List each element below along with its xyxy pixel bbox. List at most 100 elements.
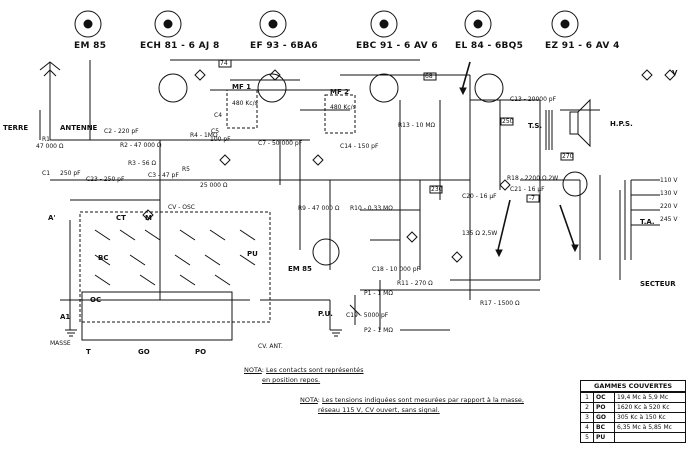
label-c4: C4 bbox=[214, 112, 223, 119]
note-tension-line1: Les tensions indiquées sont mesurées par… bbox=[322, 396, 524, 404]
tube-em85-symbol bbox=[312, 238, 340, 266]
gammes-num: 2 bbox=[581, 402, 594, 413]
label-c2: C2 - 220 pF bbox=[104, 128, 139, 135]
note-tension-line2-text: réseau 115 V, CV ouvert, sans signal. bbox=[318, 406, 440, 414]
speaker-icon bbox=[569, 98, 591, 148]
label-c20: C20 - 16 µF bbox=[462, 193, 497, 200]
label-c23: C23 - 250 pF bbox=[86, 176, 125, 183]
mf1-transformer bbox=[226, 89, 258, 129]
output-transformer bbox=[545, 110, 553, 150]
tube-el84-symbol bbox=[474, 73, 504, 103]
voltage-test-points bbox=[142, 69, 676, 263]
arrow-indicator bbox=[461, 61, 575, 251]
tube-ebc91-symbol bbox=[369, 73, 399, 103]
label-pu-switch: PU bbox=[247, 250, 258, 258]
label-hps: H.P.S. bbox=[610, 120, 633, 128]
label-pu: P.U. bbox=[318, 310, 333, 318]
label-c1: C1 bbox=[42, 170, 51, 177]
volume-pot bbox=[349, 295, 361, 325]
label-r2: R2 - 47 000 Ω bbox=[120, 142, 162, 149]
label-masse: MASSE bbox=[50, 340, 71, 347]
gammes-range: 6,35 Mc à 5,85 Mc bbox=[614, 422, 685, 433]
label-sec130: 130 V bbox=[660, 190, 678, 197]
tube-ef93-symbol bbox=[257, 73, 287, 103]
label-t: T bbox=[86, 348, 91, 356]
note-contacts-line2: en position repos. bbox=[262, 376, 320, 384]
gammes-range: 305 Kc à 150 Kc bbox=[614, 412, 685, 423]
mf2-transformer bbox=[324, 94, 356, 134]
label-r11: R11 - 270 Ω bbox=[397, 280, 433, 287]
label-volt-68: 68 bbox=[425, 73, 433, 80]
volt-box bbox=[423, 72, 437, 81]
gammes-band: PO bbox=[593, 402, 615, 413]
label-m: M bbox=[145, 214, 152, 222]
label-antenne: ANTENNE bbox=[60, 124, 98, 132]
mains-transformer bbox=[624, 180, 632, 260]
label-volt-74: 74 bbox=[220, 60, 228, 67]
label-sec110: 110 V bbox=[660, 177, 678, 184]
coil-bank bbox=[81, 291, 233, 341]
tube-base-ech81-icon bbox=[154, 10, 182, 38]
label-volt-neg7: -7 bbox=[529, 195, 535, 202]
mains-primary bbox=[631, 179, 660, 226]
label-ct: CT bbox=[116, 214, 126, 222]
arrow-head bbox=[459, 87, 467, 96]
tube-ez91-symbol bbox=[562, 171, 588, 197]
gammes-title: GAMMES COUVERTES bbox=[581, 381, 685, 392]
label-r4: R4 - 1MΩ bbox=[190, 132, 218, 139]
gammes-band: PU bbox=[593, 432, 615, 442]
gammes-range: 19,4 Mc à 5,9 Mc bbox=[614, 392, 685, 403]
label-c14: C14 - 150 pF bbox=[340, 143, 379, 150]
tube-base-em85-icon bbox=[74, 10, 102, 38]
note-contacts: NOTA: Les contacts sont représentés bbox=[244, 366, 364, 374]
band-switch-block bbox=[79, 211, 271, 323]
label-oc: OC bbox=[90, 296, 102, 304]
label-r1-value: 47 000 Ω bbox=[36, 143, 64, 150]
label-ta: T.A. bbox=[640, 218, 655, 226]
volt-box bbox=[560, 152, 574, 161]
label-sec220: 220 V bbox=[660, 203, 678, 210]
label-cvant: CV. ANT. bbox=[258, 343, 283, 350]
label-sec245: 245 V bbox=[660, 216, 678, 223]
volt-box bbox=[500, 117, 514, 126]
tube-label-el84: EL 84 - 6BQ5 bbox=[455, 41, 524, 51]
label-v135: 135 Ω 2,5W bbox=[462, 230, 498, 237]
label-r10: R10 - 0,33 MΩ bbox=[350, 205, 393, 212]
label-r5-value: 25 000 Ω bbox=[200, 182, 228, 189]
label-c7: C7 - 50 000 pF bbox=[258, 140, 303, 147]
gammes-num: 1 bbox=[581, 392, 594, 403]
label-terre: TERRE bbox=[3, 124, 29, 132]
tube-label-ez91: EZ 91 - 6 AV 4 bbox=[545, 41, 620, 51]
label-c3: C3 - 47 pF bbox=[148, 172, 179, 179]
gammes-num: 4 bbox=[581, 422, 594, 433]
tube-ech81-symbol bbox=[158, 73, 188, 103]
chassis-bus bbox=[39, 89, 540, 330]
tube-label-em85: EM 85 bbox=[74, 41, 107, 51]
label-em85-lower: EM 85 bbox=[288, 265, 312, 273]
label-mf2: MF 2 bbox=[330, 88, 350, 96]
label-aprime: A' bbox=[48, 214, 56, 222]
label-r5: R5 bbox=[182, 166, 190, 173]
label-r17: R17 - 1500 Ω bbox=[480, 300, 520, 307]
note-tension: NOTA: Les tensions indiquées sont mesuré… bbox=[300, 396, 524, 404]
label-c18: C18 - 10 000 pF bbox=[372, 266, 420, 273]
antenna-icon bbox=[39, 61, 61, 140]
label-c21: C21 - 16 µF bbox=[510, 186, 545, 193]
tube-label-ebc91: EBC 91 - 6 AV 6 bbox=[356, 41, 438, 51]
label-go: GO bbox=[138, 348, 150, 356]
tube-label-ech81: ECH 81 - 6 AJ 8 bbox=[140, 41, 220, 51]
volt-box bbox=[218, 59, 232, 68]
arrow-head bbox=[571, 244, 579, 253]
volt-box bbox=[526, 194, 540, 203]
label-mf1: MF 1 bbox=[232, 83, 252, 91]
label-secteur: SECTEUR bbox=[640, 280, 676, 288]
tube-label-ef93: EF 93 - 6BA6 bbox=[250, 41, 318, 51]
main-wiring bbox=[50, 59, 621, 331]
label-p2: P2 - 1 MΩ bbox=[364, 327, 393, 334]
